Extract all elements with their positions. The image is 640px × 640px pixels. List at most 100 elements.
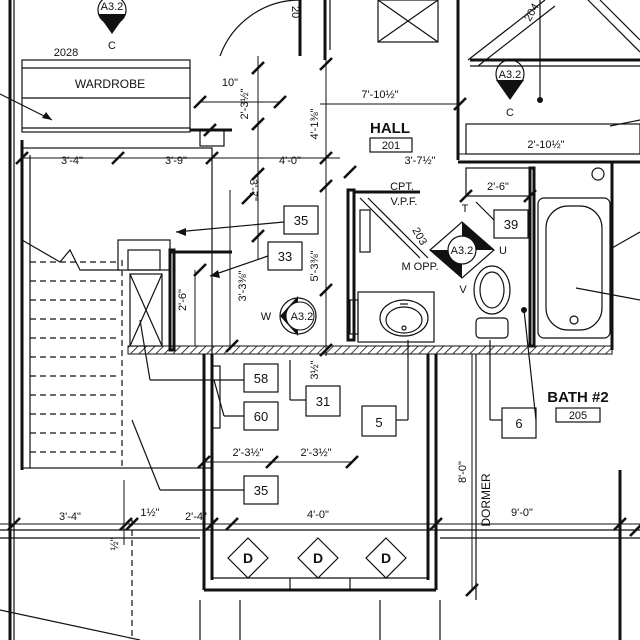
dimension-tick	[345, 455, 359, 469]
dimension-tick	[119, 517, 133, 531]
dimension-tick	[225, 517, 239, 531]
svg-text:5: 5	[375, 415, 382, 430]
keynote-33: 33	[209, 241, 303, 278]
svg-text:C: C	[108, 40, 116, 52]
door-tag-2: D	[297, 537, 339, 579]
svg-text:3'-7½": 3'-7½"	[404, 155, 435, 167]
svg-text:6: 6	[515, 416, 522, 431]
section-marker-3: A3.2 T U V	[429, 203, 507, 296]
keynote-5: 5	[361, 340, 409, 437]
svg-text:3'-7": 3'-7"	[247, 179, 259, 201]
door-tags: D D D	[227, 537, 407, 579]
partial-text-20: 20	[289, 6, 301, 18]
bath-sink	[349, 291, 435, 343]
dimension-tick	[629, 524, 640, 537]
dimension-tick	[197, 455, 211, 469]
keynote-39: 39	[475, 201, 529, 239]
dimension-tick	[111, 151, 125, 165]
dimension-tick	[193, 263, 207, 277]
dimension-tick	[251, 61, 265, 75]
svg-text:1½": 1½"	[140, 507, 159, 519]
dimension-tick	[225, 339, 239, 353]
bath-walls	[458, 160, 640, 350]
dimension-tick	[343, 165, 357, 179]
svg-text:203: 203	[409, 226, 429, 248]
dimension-tick	[251, 229, 265, 243]
svg-text:3'-9": 3'-9"	[165, 155, 187, 167]
left-closet	[121, 248, 232, 470]
svg-text:2'-3½": 2'-3½"	[239, 88, 251, 119]
dimension-tick	[15, 151, 29, 165]
svg-text:4'-0": 4'-0"	[307, 509, 329, 521]
svg-text:2'-4": 2'-4"	[185, 511, 207, 523]
svg-text:A3.2: A3.2	[101, 1, 124, 13]
svg-text:A3.2: A3.2	[451, 245, 474, 257]
svg-text:D: D	[243, 550, 253, 566]
dimension-ticks	[7, 57, 640, 597]
dormer: DORMER	[475, 354, 493, 600]
svg-text:M OPP.: M OPP.	[401, 261, 438, 273]
dimension-tick	[251, 117, 265, 131]
stair	[21, 147, 213, 469]
dimension-tick	[193, 95, 207, 109]
keynote-35-top: 35	[175, 205, 319, 236]
dimension-lines	[0, 56, 640, 590]
keynote-31: 31	[289, 360, 341, 417]
dimension-tick	[203, 123, 217, 137]
dimension-tick	[319, 283, 333, 297]
svg-text:2'-3½": 2'-3½"	[300, 447, 331, 459]
svg-text:5'-3⅜": 5'-3⅜"	[309, 250, 321, 281]
keynote-6: 6	[489, 307, 537, 439]
section-marker-1: A3.2 C	[97, 0, 127, 52]
dimension-texts: 10" 2'-3½" 4'-1⅜" 7'-10½" 3'-7½" 2'-6" 2…	[59, 77, 565, 551]
floor-hatch	[127, 345, 613, 355]
svg-text:2'-6": 2'-6"	[177, 289, 189, 311]
dimension-tick	[205, 151, 219, 165]
svg-text:4'-1⅜": 4'-1⅜"	[309, 108, 321, 139]
svg-text:31: 31	[316, 394, 330, 409]
svg-text:7'-10½": 7'-10½"	[361, 89, 398, 101]
svg-text:39: 39	[504, 217, 518, 232]
svg-text:D: D	[381, 550, 391, 566]
hall-number: 201	[382, 140, 400, 152]
dimension-tick	[273, 95, 287, 109]
door-2028-label: 2028	[54, 47, 78, 59]
svg-text:3'-4": 3'-4"	[59, 511, 81, 523]
wardrobe: WARDROBE 2028	[0, 47, 191, 133]
dimension-tick	[265, 455, 279, 469]
section-marker-4: A3.2 W	[261, 296, 317, 336]
dimension-tick	[429, 517, 443, 531]
svg-text:C: C	[506, 107, 514, 119]
svg-text:2'-10½": 2'-10½"	[527, 139, 564, 151]
svg-text:35: 35	[254, 483, 268, 498]
door-tag-1: D	[227, 537, 269, 579]
hall-name: HALL	[370, 120, 410, 137]
bath-number: 205	[569, 410, 587, 422]
keynote-58: 58	[139, 319, 279, 393]
wardrobe-label: WARDROBE	[75, 77, 145, 91]
keynote-35-bottom: 35	[131, 419, 279, 505]
svg-text:2'-6": 2'-6"	[487, 181, 509, 193]
svg-text:3'-3⅜": 3'-3⅜"	[237, 270, 249, 301]
svg-text:A3.2: A3.2	[499, 69, 522, 81]
svg-text:2'-3½": 2'-3½"	[232, 447, 263, 459]
svg-text:V: V	[459, 284, 467, 296]
dimension-tick	[523, 189, 537, 203]
svg-text:A3.2: A3.2	[291, 311, 314, 323]
dimension-tick	[319, 343, 333, 357]
svg-text:60: 60	[254, 409, 268, 424]
dimension-tick	[319, 179, 333, 193]
svg-text:V.P.F.: V.P.F.	[391, 196, 418, 208]
dimension-tick	[241, 191, 255, 205]
dimension-tick	[613, 517, 627, 531]
svg-text:½": ½"	[109, 537, 121, 550]
dimension-tick	[205, 517, 219, 531]
svg-text:33: 33	[278, 249, 292, 264]
svg-text:3½": 3½"	[309, 360, 321, 379]
hall-walls	[190, 0, 460, 160]
svg-text:10": 10"	[222, 77, 238, 89]
svg-text:D: D	[313, 550, 323, 566]
dimension-tick	[251, 167, 265, 181]
keynote-60: 60	[213, 379, 279, 431]
